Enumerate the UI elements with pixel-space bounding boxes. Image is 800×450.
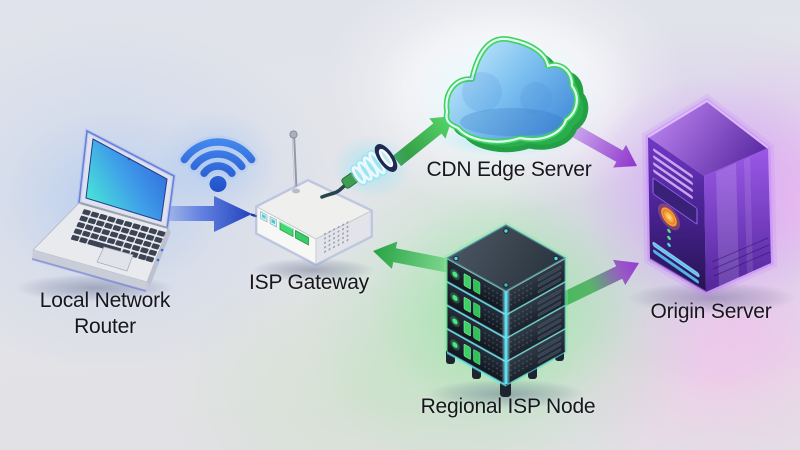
label-local-network-router: Local Network Router <box>20 288 190 340</box>
rack-unit-side <box>505 329 566 387</box>
laptop-port <box>156 258 160 262</box>
device-shadows <box>15 258 797 409</box>
rack-unit-front <box>446 306 507 364</box>
laptop-screen <box>85 138 168 222</box>
rack-unit-side <box>505 282 566 340</box>
tower-power-button <box>661 207 677 227</box>
arrow-laptop-to-gateway <box>163 196 252 232</box>
cable-coil-icon <box>320 135 412 199</box>
rack-corner-screws <box>453 228 559 288</box>
tower-side <box>704 148 771 292</box>
coil-rings <box>350 144 398 186</box>
tower-status-leds <box>667 228 671 248</box>
wifi-arc-2 <box>190 150 246 171</box>
server-rack-icon <box>444 221 568 397</box>
tower-drive-bay <box>652 177 698 225</box>
rack-unit-side <box>505 306 566 363</box>
label-cdn-edge-server: CDN Edge Server <box>426 158 592 181</box>
tower-glow-stripes <box>652 241 700 284</box>
label-line: Local Network <box>39 289 171 312</box>
antenna-base <box>292 188 300 194</box>
label-regional-isp-node: Regional ISP Node <box>420 395 596 418</box>
wifi-dot <box>209 176 227 192</box>
server-tower-icon <box>641 93 778 299</box>
label-isp-gateway: ISP Gateway <box>249 271 369 294</box>
router-antenna <box>291 134 298 194</box>
rack-units <box>446 259 566 388</box>
router-icon <box>255 130 373 267</box>
rack-unit-front <box>446 329 507 388</box>
rack-top <box>445 224 567 292</box>
label-line: Router <box>74 315 136 338</box>
arrow-cdn-to-origin <box>562 120 637 168</box>
coil-end-ring <box>374 144 398 172</box>
laptop-trackpad <box>96 246 134 272</box>
rack-unit-front <box>446 259 507 317</box>
wifi-arc-3 <box>180 138 256 164</box>
router-port-green <box>295 229 309 246</box>
wifi-arc-1 <box>200 162 236 177</box>
label-origin-server: Origin Server <box>650 300 772 323</box>
tower-vent-slats <box>653 148 693 199</box>
laptop-icon <box>31 127 177 292</box>
antenna-tip <box>289 130 298 139</box>
laptop-port <box>160 248 164 252</box>
arrow-node-to-origin <box>555 259 639 309</box>
laptop-base-front <box>32 250 147 291</box>
laptop-hinge <box>79 202 169 229</box>
tower-front-details <box>652 148 700 284</box>
rack-unit-front <box>446 282 507 341</box>
rack-unit-side <box>505 259 566 316</box>
arrow-node-to-gateway <box>373 241 457 274</box>
cdn-cloud-icon <box>443 36 589 153</box>
laptop-base-side <box>147 228 171 286</box>
laptop-camera-dot <box>127 157 131 161</box>
wifi-icon <box>177 135 259 192</box>
router-vent-dots <box>324 221 349 253</box>
